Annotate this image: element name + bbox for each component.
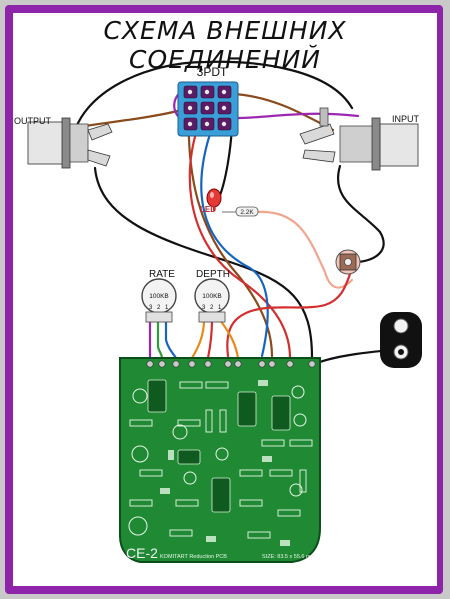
footswitch-3pdt: 3PDT [177,65,239,137]
wire-red-switch-board [188,108,292,360]
pot-depth-value: 100KB [202,293,222,300]
wire-orange-depth [190,318,206,360]
input-jack: INPUT [299,107,420,171]
wire-red-depth [206,318,214,360]
pot-rate-label: RATE [149,269,175,280]
led-label: LED [200,205,216,214]
pot-rate-pin-2: 2 [157,305,161,311]
pot-depth-pin-3: 3 [202,305,206,311]
pot-depth-label: DEPTH [196,269,230,280]
wire-orange-depth-b [218,318,240,360]
led-indicator: LED [200,188,222,214]
wire-purple-switch-input [234,112,360,120]
wire-brown-input-tip [231,92,335,132]
battery-clip [380,312,422,368]
board-name: CE-2 [126,545,158,561]
wire-green-rate [156,318,164,360]
output-label: OUTPUT [14,116,52,126]
wire-black-ground-top [70,60,354,144]
wire-blue-switch-board [200,110,269,358]
board-maker: KOMITART Reduction PCB [160,554,227,560]
resistor-2k2: 2.2K [222,206,259,217]
wires [70,60,394,364]
pot-depth-pin-1: 1 [218,305,222,311]
wire-black-output-ground [93,166,314,360]
input-label: INPUT [392,114,420,124]
pot-depth: DEPTH 100KB 3 2 1 [194,269,230,323]
wire-black-input-ground [337,164,385,264]
wire-blue-rate [164,318,178,360]
wire-brown-output-tip [70,108,184,130]
switch-label: 3PDT [197,65,228,79]
output-jack: OUTPUT [14,116,113,169]
board-size: SIZE: 83.5 x 55.6 mm [262,554,316,560]
pot-depth-pin-2: 2 [210,305,214,311]
pot-rate-pin-3: 3 [149,305,153,311]
pcb-board: CE-2 KOMITART Reduction PCB SIZE: 83.5 x… [119,357,321,563]
wire-red-power [212,206,354,358]
pot-rate-value: 100KB [149,293,169,300]
dc-jack [335,249,361,275]
resistor-label: 2.2K [240,209,254,216]
pot-rate-pin-1: 1 [165,305,169,311]
pot-rate: RATE 100KB 3 2 1 [141,269,177,323]
wire-pink-resistor [256,210,354,289]
